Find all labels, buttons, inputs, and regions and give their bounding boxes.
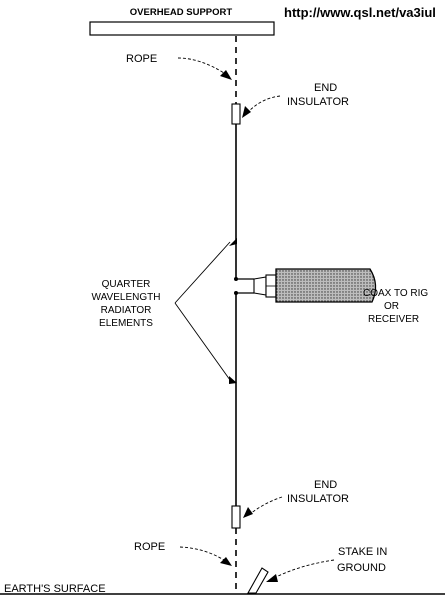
upper-radiator-arrowhead [229,238,237,246]
rope-bottom-leader [179,546,225,561]
overhead-support-label: OVERHEAD SUPPORT [130,7,233,18]
coax-label-line2: OR [384,301,399,312]
end-insulator-bottom [231,505,241,529]
end-insulator-bottom-leader [249,496,283,515]
radiator-label-line3: RADIATOR [101,305,152,316]
end-insulator-top-arrowhead [242,106,251,118]
stake-leader [273,559,335,579]
end-insulator-bottom-arrowhead [243,507,253,518]
end-insulator-top-label-line2: INSULATOR [287,96,349,108]
end-insulator-top-leader [247,95,281,113]
rope-top-leader [177,57,225,74]
coax-label-line3: RECEIVER [368,314,419,325]
coax-connector [253,276,267,296]
radiator-label-line1: QUARTER [102,279,151,290]
coax-label-line1: COAX TO RIG [363,288,428,299]
end-insulator-bottom-label-line2: INSULATOR [287,493,349,505]
end-insulator-top-label-line1: END [314,82,337,94]
rope-bottom-label: ROPE [134,541,165,553]
radiator-leader-lower [174,302,231,381]
radiator-label-line4: ELEMENTS [99,318,153,329]
lower-radiator-arrowhead [229,376,237,384]
stake-arrowhead [266,574,278,582]
end-insulator-bottom-label-line1: END [314,479,337,491]
coax-cable-body [275,268,377,303]
earth-surface-label: EARTH'S SURFACE [4,583,106,595]
rope-bottom-arrowhead [220,557,232,566]
rope-top-arrowhead [220,70,232,80]
stake-label-line2: GROUND [337,562,386,574]
radiator-leader-upper [174,241,231,304]
overhead-support-beam [89,21,275,36]
radiator-label-line2: WAVELENGTH [92,292,161,303]
rope-top-label: ROPE [126,53,157,65]
source-url: http://www.qsl.net/va3iul [284,5,436,20]
stake [247,567,269,594]
end-insulator-top [231,103,241,125]
stake-label-line1: STAKE IN [338,546,387,558]
